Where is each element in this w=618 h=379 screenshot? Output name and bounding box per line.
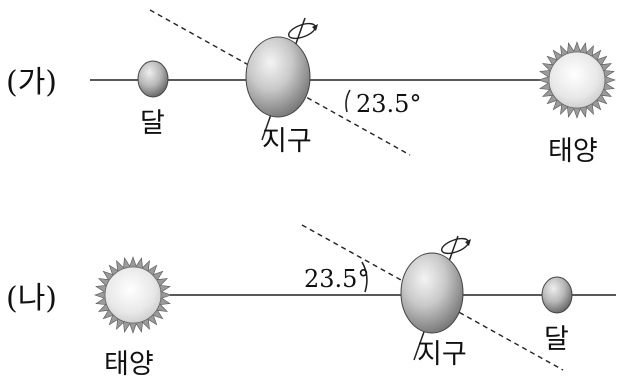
earth [245,36,311,118]
sun-label: 태양 [104,349,154,379]
panel-label: (가) [6,65,57,100]
tilt-angle-label: 23.5° [356,90,421,118]
sun [538,41,616,119]
panel-ga: (가) 달 지구 23.5° 태양 [6,9,616,167]
earth-label: 지구 [417,339,467,370]
earth-label: 지구 [262,126,312,157]
angle-arc [361,261,368,293]
panel-label: (나) [6,281,57,316]
tilt-angle-label: 23.5° [304,265,369,293]
moon-label: 달 [140,108,165,139]
angle-arc [345,89,351,113]
sun-disc [104,266,162,324]
tilted-reference-line [301,224,564,371]
moon-label: 달 [544,324,569,355]
rotation-arrow-icon [440,237,471,255]
sun-label: 태양 [548,136,598,167]
moon [137,60,169,98]
rotation-arrow-icon [287,22,318,40]
sun [94,256,172,334]
sun-disc [548,51,606,109]
panel-na: (나) 태양 23.5° 지구 달 [6,224,616,379]
moon [541,276,573,314]
earth [400,252,464,334]
